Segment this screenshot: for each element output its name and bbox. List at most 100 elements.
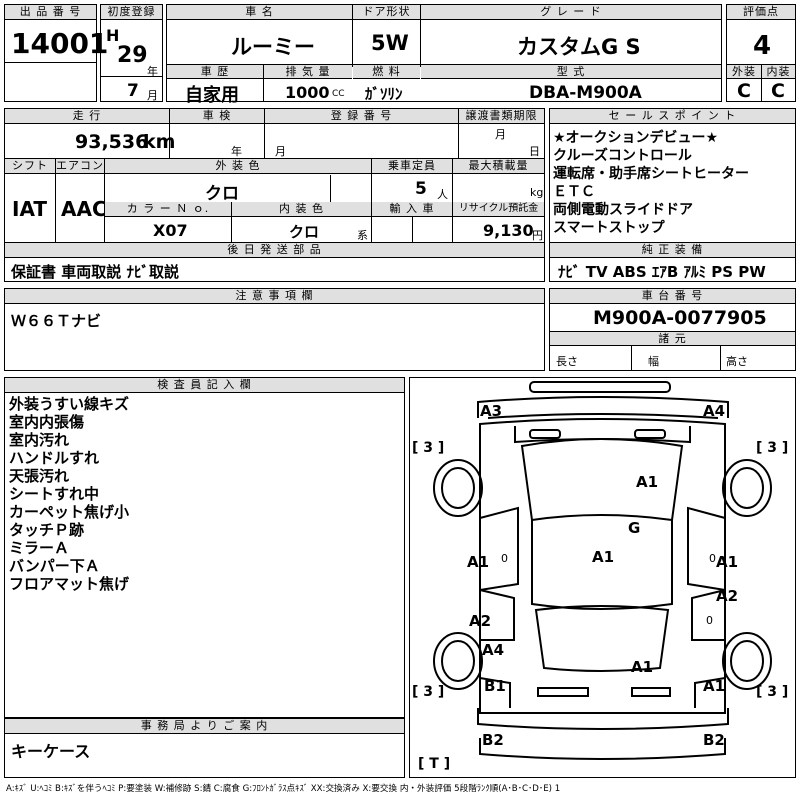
inspector-note: タッチＰ跡 xyxy=(9,521,85,539)
mark-b2-left: B2 xyxy=(482,731,504,749)
recycle-unit: 円 xyxy=(532,229,543,242)
fuel: ｶﾞｿﾘﾝ xyxy=(365,85,403,103)
lot-box: 出 品 番 号 14001 xyxy=(4,4,108,102)
inspector-notes: 外装うすい線キズ 室内内張傷 室内汚れ ハンドルすれ 天張汚れ シートすれ中 カ… xyxy=(9,395,129,593)
details-box: 走 行 車 検 登 録 番 号 譲渡書類期限 93,536 km 年 月 月 日… xyxy=(4,108,545,282)
shift-label: シフト xyxy=(5,159,55,174)
model: DBA-M900A xyxy=(529,83,642,103)
tire-rr: [ 3 ] xyxy=(756,684,789,700)
car-info-box: 車 名 ドア形状 グ レ ー ド ルーミー 5W カスタムG S 車 歴 排 気… xyxy=(166,4,722,106)
shift: IAT xyxy=(12,197,48,221)
notes-label: 注 意 事 項 欄 xyxy=(5,289,544,304)
sales-box: セ ー ル ス ポ イ ン ト ★オークションデビュー★ クルーズコントロール … xyxy=(549,108,796,282)
notes-text: Ｗ６６Ｔナビ xyxy=(11,312,102,330)
mark-a1-bottom-right: A1 xyxy=(703,677,726,695)
tire-rl: [ 3 ] xyxy=(412,684,445,700)
legend: A:ｷｽﾞ U:ﾍｺﾐ B:ｷｽﾞを伴うﾍｺﾐ P:要塗装 W:補修跡 S:錆 … xyxy=(6,784,561,794)
sales-point: ＥＴＣ xyxy=(553,184,595,200)
inspector-note: 室内汚れ xyxy=(9,431,70,449)
sales-points: ★オークションデビュー★ クルーズコントロール 運転席・助手席シートヒーター Ｅ… xyxy=(553,129,749,237)
reg-year: 29 xyxy=(117,43,148,68)
grade: カスタムG S xyxy=(517,35,641,59)
office-text: キーケース xyxy=(11,742,91,761)
reg-label: 初度登録 xyxy=(101,5,162,20)
interior-label: 内装 xyxy=(762,65,795,79)
inspector-note: バンパー下Ａ xyxy=(9,557,100,575)
interior-color: クロ xyxy=(289,223,320,241)
load-unit: kg xyxy=(530,186,544,199)
zero-right: 0 xyxy=(709,552,716,565)
seats: 5 xyxy=(415,179,427,199)
load-label: 最大積載量 xyxy=(453,159,544,174)
import-label: 輸 入 車 xyxy=(372,202,452,217)
zero-left: 0 xyxy=(501,552,508,565)
displacement-label: 排 気 量 xyxy=(264,65,352,79)
month-unit: 月 xyxy=(147,89,158,102)
mark-b1: B1 xyxy=(484,677,506,695)
inspector-note: ミラーＡ xyxy=(9,539,70,557)
mark-a1-roof: A1 xyxy=(636,473,659,491)
year-unit: 年 xyxy=(147,65,158,78)
sales-label: セ ー ル ス ポ イ ン ト xyxy=(550,109,795,124)
displacement-unit: CC xyxy=(332,89,345,99)
car-history: 自家用 xyxy=(185,85,239,106)
car-name-label: 車 名 xyxy=(167,5,352,20)
office-label: 事 務 局 よ り ご 案 内 xyxy=(5,719,404,734)
exterior-score: C xyxy=(737,80,751,102)
first-registration-box: 初度登録 H 29 年 7 月 xyxy=(100,4,163,102)
lot-number: 14001 xyxy=(11,27,109,60)
seats-label: 乗車定員 xyxy=(372,159,452,174)
car-diagram: A3 A4 A1 G A1 A1 0 A1 0 A2 A2 0 A4 A1 B1… xyxy=(409,377,796,778)
inspector-note: 室内内張傷 xyxy=(9,413,85,431)
door-label: ドア形状 xyxy=(353,5,420,20)
mark-a2-right: A2 xyxy=(716,587,739,605)
ac: AAC xyxy=(61,197,107,221)
mark-a2-left: A2 xyxy=(469,612,492,630)
seats-unit: 人 xyxy=(437,188,448,201)
color-no-label: カ ラ ー Ｎ ｏ. xyxy=(105,202,231,217)
inspector-note: カーペット焦げ小 xyxy=(9,503,130,521)
car-outline xyxy=(433,381,772,760)
score: 4 xyxy=(753,31,772,61)
later-parts: 保証書 車両取説 ﾅﾋﾞ取説 xyxy=(11,263,179,281)
door-type: 5W xyxy=(371,31,409,55)
color-number: X07 xyxy=(153,221,188,240)
tire-spare: [ T ] xyxy=(418,756,451,772)
inspector-label: 検 査 員 記 入 欄 xyxy=(5,378,404,393)
inspector-box: 検 査 員 記 入 欄 外装うすい線キズ 室内内張傷 室内汚れ ハンドルすれ 天… xyxy=(4,377,405,718)
score-label: 評価点 xyxy=(727,5,795,20)
sales-point: クルーズコントロール xyxy=(553,148,692,164)
office-box: 事 務 局 よ り ご 案 内 キーケース xyxy=(4,718,405,778)
mileage-unit: km xyxy=(143,131,176,153)
sales-point: ★オークションデビュー★ xyxy=(553,130,719,146)
model-label: 型 式 xyxy=(421,65,721,79)
width-label: 幅 xyxy=(648,355,659,368)
exterior-color: クロ xyxy=(205,184,239,204)
inspection-label: 車 検 xyxy=(170,109,264,124)
chassis-label: 車 台 番 号 xyxy=(550,289,795,304)
inspector-note: フロアマット焦げ xyxy=(9,575,130,593)
ac-label: エアコン xyxy=(56,159,104,174)
exterior-label: 外装 xyxy=(727,65,761,79)
transfer-month-unit: 月 xyxy=(495,128,506,141)
sales-point: 両側電動スライドドア xyxy=(553,202,693,218)
zero-right-lower: 0 xyxy=(706,614,713,627)
mark-a1-right: A1 xyxy=(716,553,739,571)
equipment-label: 純 正 装 備 xyxy=(550,243,795,258)
inspector-note: シートすれ中 xyxy=(9,485,100,503)
mileage: 93,536 xyxy=(75,131,149,153)
inspector-note: 外装うすい線キズ xyxy=(9,395,130,413)
height-label: 高さ xyxy=(726,355,748,368)
inspection-month-unit: 月 xyxy=(275,145,286,158)
chassis-box: 車 台 番 号 M900A-0077905 諸 元 長さ 幅 高さ xyxy=(549,288,796,371)
interior-color-label: 内 装 色 xyxy=(232,202,371,217)
transfer-label: 譲渡書類期限 xyxy=(459,109,544,124)
mileage-label: 走 行 xyxy=(5,109,169,124)
chassis-number: M900A-0077905 xyxy=(593,307,767,329)
recycle-fee: 9,130 xyxy=(483,221,534,240)
score-box: 評価点 4 外装 内装 C C xyxy=(726,4,796,102)
inspection-year-unit: 年 xyxy=(231,145,242,158)
displacement: 1000 xyxy=(285,83,330,102)
interior-score: C xyxy=(771,80,785,102)
mark-g: G xyxy=(628,519,641,537)
